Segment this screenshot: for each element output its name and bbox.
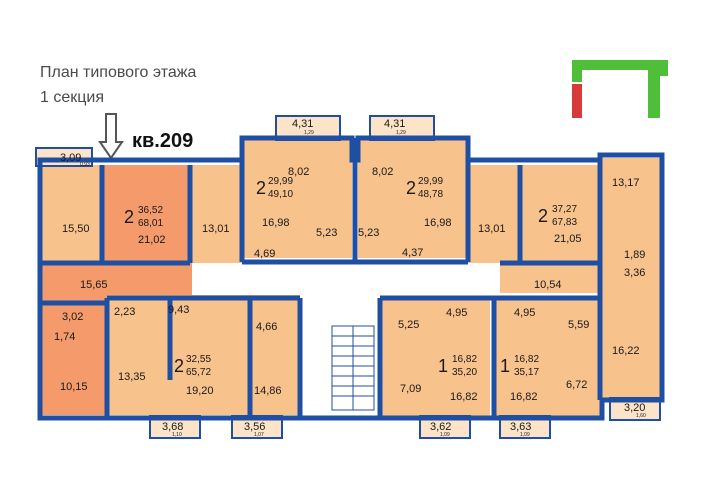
room-area: 21,05 [554,233,582,245]
room-area: 5,25 [398,319,419,331]
room-area: 9,43 [168,304,189,316]
room-area: 1,89 [624,249,645,261]
room-area: 1,29 [304,130,314,136]
room-area: 3,09 [60,152,81,164]
room-area: 4,69 [254,248,275,260]
apartment-total-area: 65,72 [186,367,211,378]
apartment-living-area: 32,55 [186,354,211,365]
room-area: 16,82 [450,391,478,403]
section-keyplan [572,60,668,118]
room-area: 4,31 [292,118,313,130]
room-area: 0,93 [80,162,90,168]
apartment-total-area: 35,17 [514,367,539,378]
room-area: 8,02 [372,166,393,178]
room-area: 16,82 [510,391,538,403]
room-area: 15,50 [62,223,90,235]
room-area: 2,23 [114,306,135,318]
apartment-living-area: 29,99 [268,176,293,187]
room-area: 3,20 [624,402,645,414]
apartment-living-area: 37,27 [552,204,577,215]
room-area: 21,02 [138,234,166,246]
room-area: 1,07 [254,432,264,438]
apartment-rooms: 2 [406,178,416,198]
room-area: 4,31 [384,118,405,130]
apartment-total-area: 68,01 [138,218,163,229]
room-area: 7,09 [400,383,421,395]
apartment-rooms: 1 [500,356,510,376]
apartment-total-area: 35,20 [452,367,477,378]
walls [37,135,665,421]
room-area: 1,60 [636,413,646,419]
room-area: 3,56 [244,421,265,433]
room-area-labels: 3,09 0,93 15,50 21,02 13,01 8,02 16,98 5… [54,118,646,438]
room-area: 1,09 [440,432,450,438]
room-area: 16,22 [612,345,640,357]
apartment-labels: 2 36,52 68,01 2 29,99 49,10 2 29,99 48,7… [124,176,577,378]
room-area: 3,02 [62,311,83,323]
apartment-rooms: 2 [124,207,134,227]
room-area: 14,86 [254,385,282,397]
apartment-total-area: 49,10 [268,189,293,200]
down-arrow-icon [98,113,124,160]
room-area: 8,02 [288,166,309,178]
apartment-rooms: 2 [256,178,266,198]
room-area: 5,23 [316,227,337,239]
room-area: 3,36 [624,267,645,279]
room-area: 1,09 [520,432,530,438]
plan-caption-line1: План типового этажа [40,64,197,81]
room-area: 4,66 [256,321,277,333]
apartment-total-area: 48,78 [418,189,443,200]
room-area: 15,65 [80,279,108,291]
apartment-living-area: 16,82 [514,354,539,365]
room-area: 6,72 [566,379,587,391]
stairwell [331,325,375,411]
room-area: 3,62 [430,421,451,433]
plan-caption-line2: 1 секция [40,89,105,106]
room-area: 16,98 [424,217,452,229]
apartment-rooms: 2 [174,356,184,376]
apartment-living-area: 16,82 [452,354,477,365]
apartment-rooms: 1 [438,356,448,376]
room-area: 1,74 [54,331,75,343]
room-area: 19,20 [186,385,214,397]
room-area: 4,95 [446,307,467,319]
room-area: 3,63 [510,421,531,433]
room-area: 10,15 [60,381,88,393]
apartment-fills [42,140,662,416]
room-area: 13,01 [478,223,506,235]
apartment-living-area: 36,52 [138,205,163,216]
room-area: 1,29 [396,130,406,136]
room-area: 13,35 [118,371,146,383]
apartment-total-area: 67,83 [552,217,577,228]
room-area: 4,37 [402,247,423,259]
room-area: 10,54 [534,279,562,291]
room-area: 1,10 [172,432,182,438]
room-area: 5,59 [568,319,589,331]
apartment-living-area: 29,99 [418,176,443,187]
apartment-rooms: 2 [538,206,548,226]
room-area: 5,23 [358,227,379,239]
room-area: 4,95 [514,307,535,319]
room-area: 13,17 [612,177,640,189]
room-area: 13,01 [202,223,230,235]
room-area: 3,68 [162,421,183,433]
apartment-number-label: кв.209 [132,130,194,152]
room-area: 16,98 [262,217,290,229]
